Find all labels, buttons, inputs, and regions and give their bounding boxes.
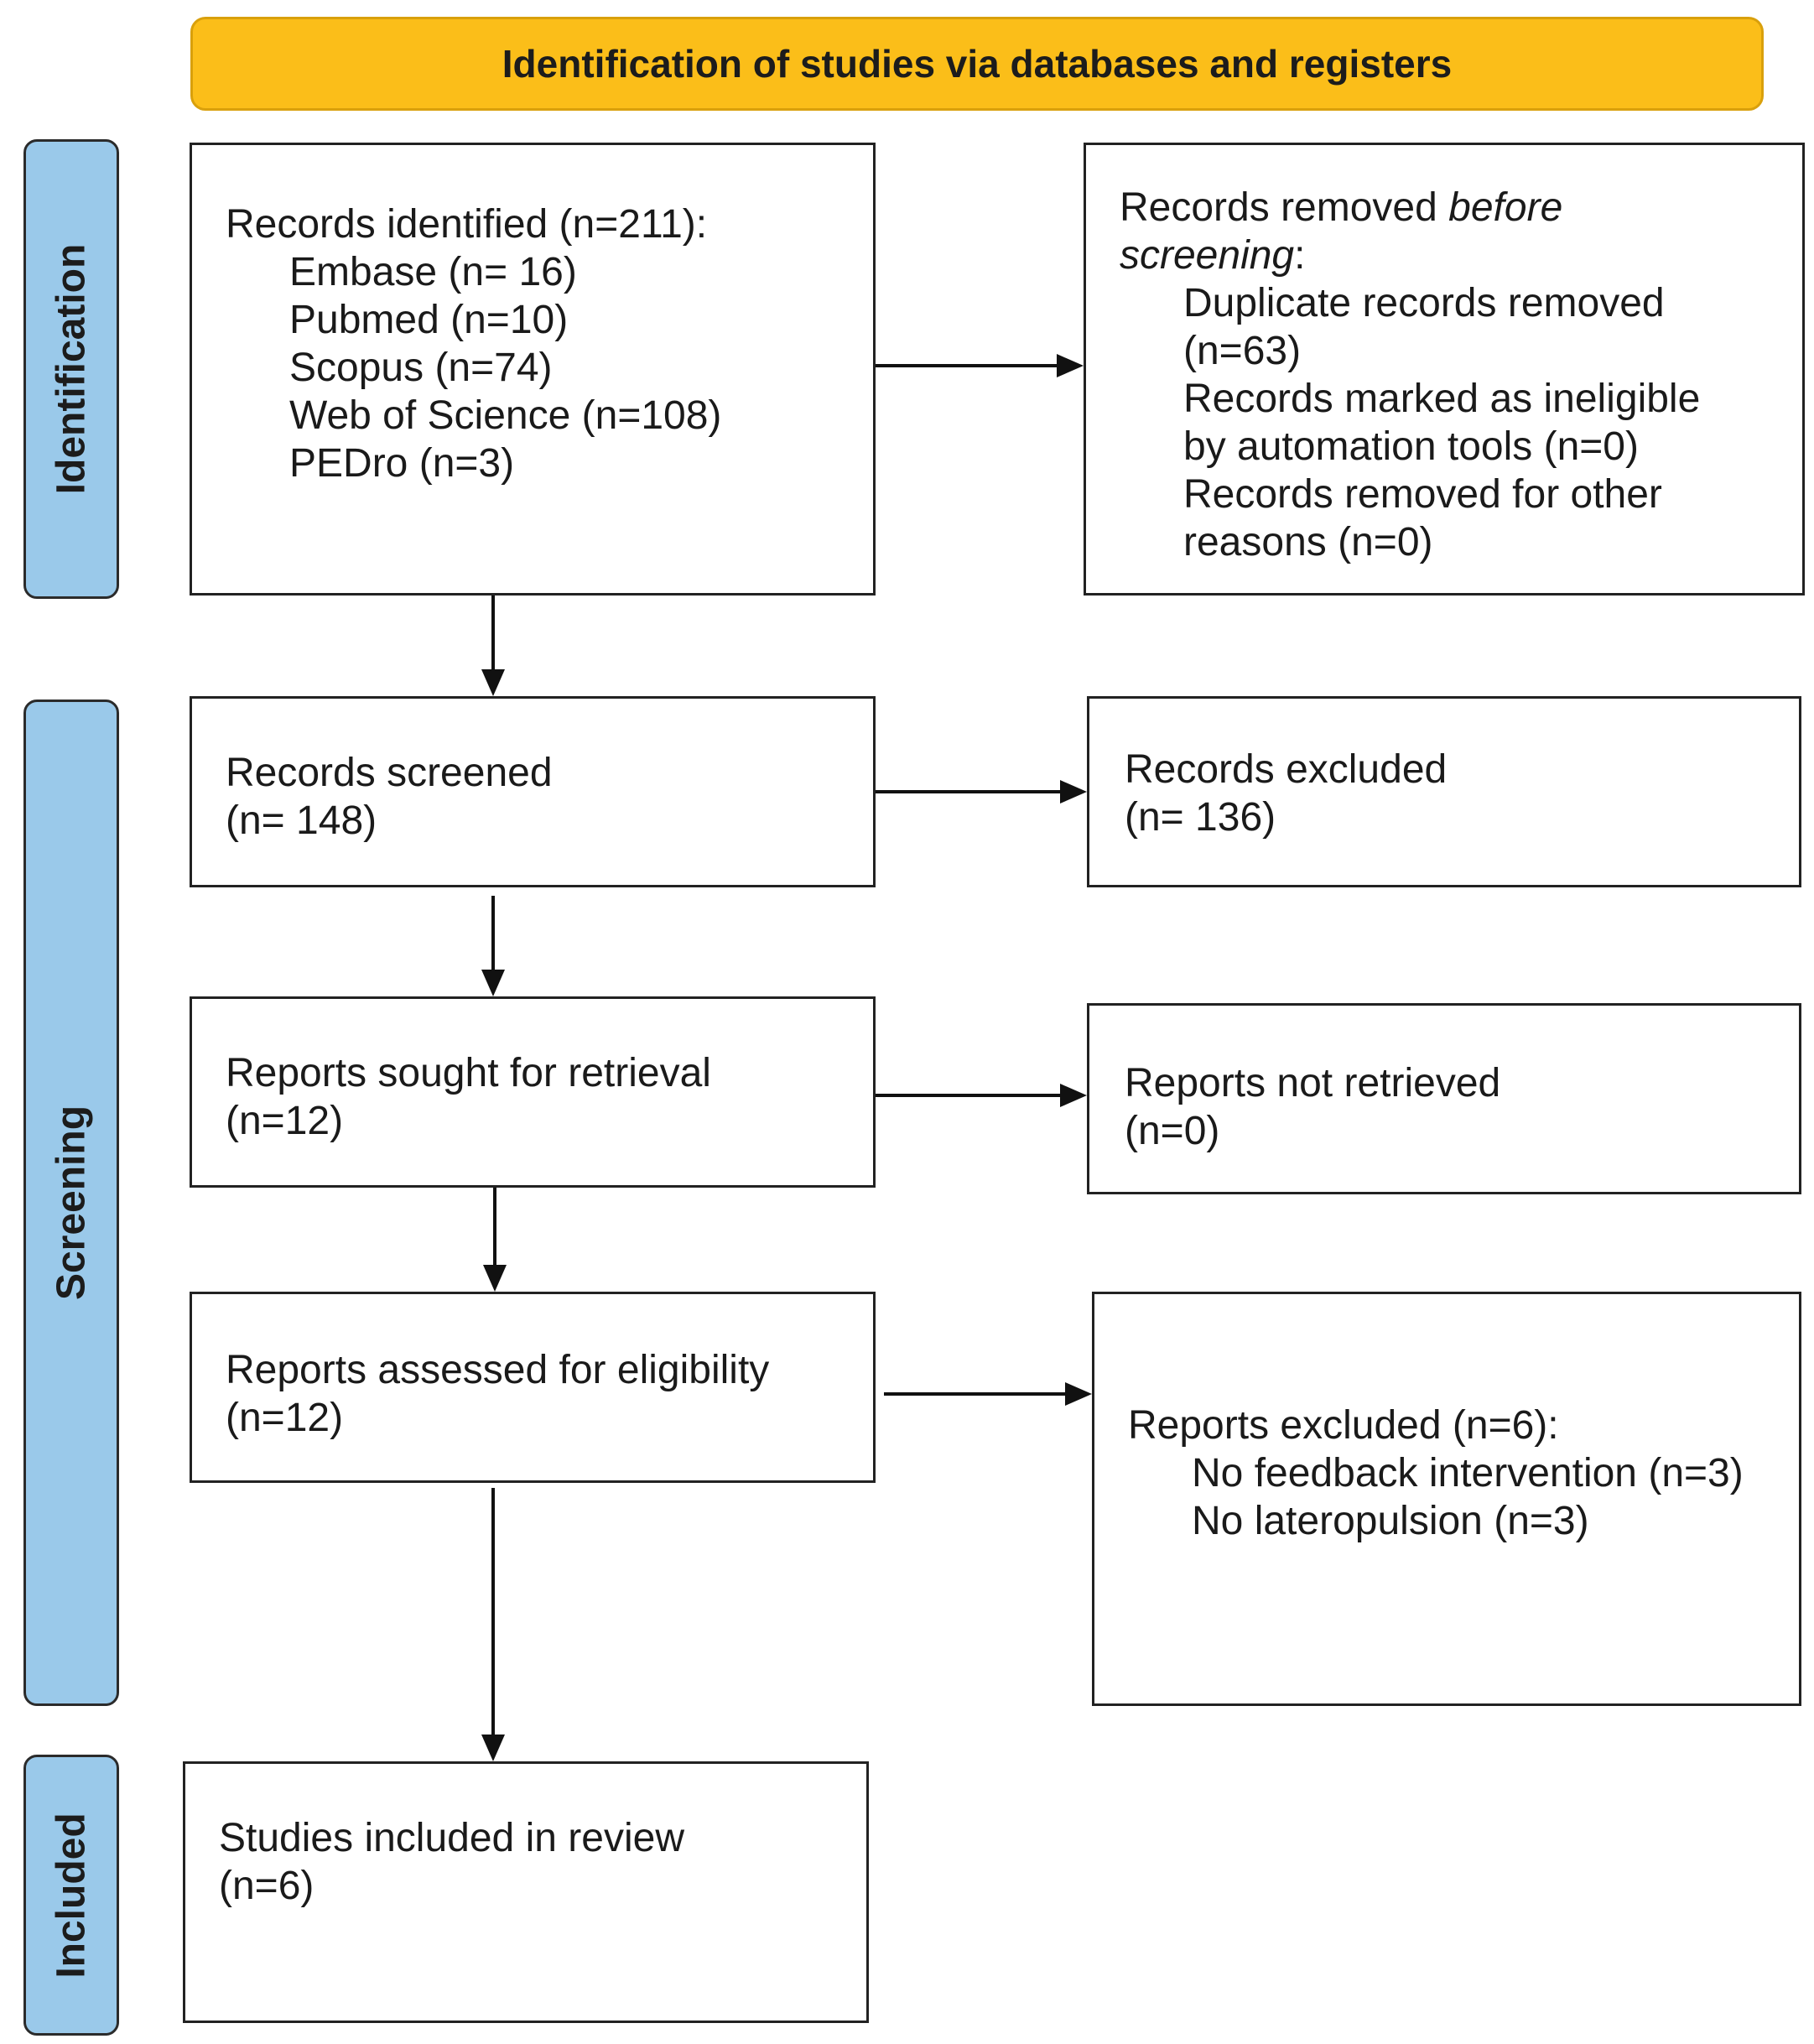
records-identified-box: Records identified (n=211): Embase (n= 1…	[190, 143, 876, 596]
arrowhead-sought	[481, 970, 505, 996]
phase-included: Included	[23, 1755, 119, 2036]
records-screened-count: (n= 148)	[226, 798, 377, 843]
arrowhead-included	[481, 1735, 505, 1761]
records-removed-title-emphasis-2: screening	[1120, 233, 1295, 278]
records-removed-box: Records removed before screening: Duplic…	[1084, 143, 1805, 596]
source-scopus: Scopus (n=74)	[289, 346, 553, 390]
records-excluded-box: Records excluded (n= 136)	[1087, 696, 1801, 887]
exclusion-reason: No lateropulsion (n=3)	[1192, 1499, 1589, 1543]
reports-assessed-label: Reports assessed for eligibility	[226, 1348, 770, 1392]
source-pubmed: Pubmed (n=10)	[289, 298, 569, 342]
source-pedro: PEDro (n=3)	[289, 441, 515, 486]
records-removed-title-colon: :	[1294, 233, 1306, 278]
arrowhead-removed	[1057, 354, 1084, 377]
arrowhead-reports-excluded	[1065, 1382, 1092, 1406]
reports-sought-count: (n=12)	[226, 1099, 344, 1143]
arrowhead-excluded	[1060, 780, 1087, 804]
reports-excluded-box: Reports excluded (n=6): No feedback inte…	[1092, 1292, 1801, 1706]
reports-not-retrieved-label: Reports not retrieved	[1125, 1061, 1501, 1105]
records-screened-label: Records screened	[226, 751, 553, 795]
source-web-of-science: Web of Science (n=108)	[289, 393, 722, 438]
header-banner: Identification of studies via databases …	[190, 17, 1764, 111]
removed-line: Records removed for other	[1183, 472, 1662, 517]
exclusion-reason: No feedback intervention (n=3)	[1192, 1451, 1744, 1495]
studies-included-label: Studies included in review	[219, 1816, 684, 1860]
source-embase: Embase (n= 16)	[289, 250, 577, 294]
phase-screening: Screening	[23, 700, 119, 1706]
studies-included-count: (n=6)	[219, 1864, 314, 1908]
reports-assessed-box: Reports assessed for eligibility (n=12)	[190, 1292, 876, 1483]
records-excluded-count: (n= 136)	[1125, 795, 1276, 840]
reports-sought-label: Reports sought for retrieval	[226, 1051, 711, 1095]
reports-sought-box: Reports sought for retrieval (n=12)	[190, 996, 876, 1188]
removed-line: by automation tools (n=0)	[1183, 424, 1639, 469]
removed-line: Records marked as ineligible	[1183, 377, 1701, 421]
records-excluded-label: Records excluded	[1125, 747, 1448, 792]
phase-identification: Identification	[23, 139, 119, 599]
studies-included-box: Studies included in review (n=6)	[183, 1761, 869, 2023]
records-removed-title-2: screening:	[1120, 231, 1802, 279]
removed-line: Duplicate records removed	[1183, 281, 1665, 325]
reports-not-retrieved-box: Reports not retrieved (n=0)	[1087, 1003, 1801, 1194]
records-removed-title-1: Records removed before	[1120, 184, 1802, 231]
arrowhead-not-retrieved	[1060, 1084, 1087, 1107]
records-removed-title-emphasis: before	[1448, 185, 1563, 230]
removed-line: (n=63)	[1183, 329, 1302, 373]
records-removed-title-text: Records removed	[1120, 185, 1449, 230]
arrowhead-assessed	[483, 1265, 507, 1292]
header-title: Identification of studies via databases …	[502, 42, 1453, 86]
records-identified-title: Records identified (n=211):	[226, 202, 708, 247]
removed-line: reasons (n=0)	[1183, 520, 1433, 564]
reports-not-retrieved-count: (n=0)	[1125, 1109, 1220, 1153]
records-screened-box: Records screened (n= 148)	[190, 696, 876, 887]
reports-excluded-title: Reports excluded (n=6):	[1128, 1403, 1559, 1448]
arrowhead-screened	[481, 669, 505, 696]
reports-assessed-count: (n=12)	[226, 1396, 344, 1440]
